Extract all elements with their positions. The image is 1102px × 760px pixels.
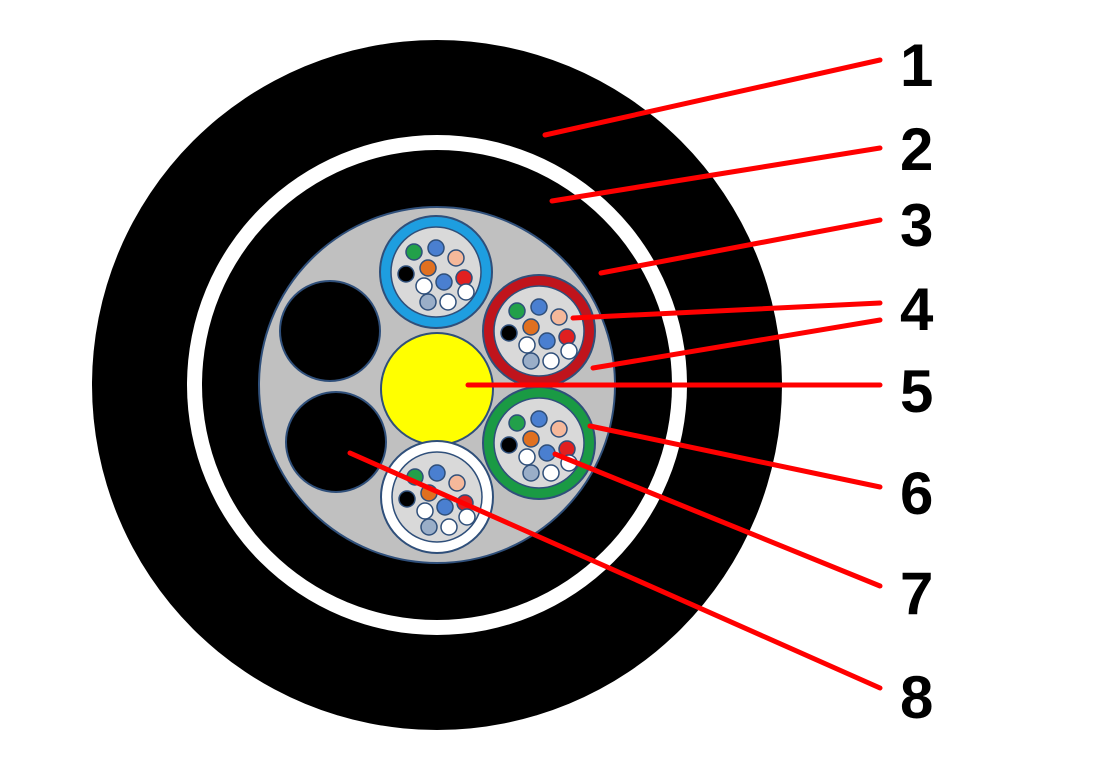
optical-fiber xyxy=(518,448,536,466)
leader-line-6 xyxy=(587,423,883,490)
optical-fiber xyxy=(530,298,548,316)
optical-fiber xyxy=(435,273,453,291)
optical-fiber xyxy=(457,283,475,301)
optical-fiber xyxy=(550,420,568,438)
leader-line-4b xyxy=(590,317,883,371)
optical-fiber xyxy=(550,308,568,326)
optical-fiber xyxy=(405,243,423,261)
optical-fiber xyxy=(530,410,548,428)
optical-fiber xyxy=(420,518,438,536)
loose-tube-green xyxy=(482,386,596,500)
optical-fiber xyxy=(419,293,437,311)
optical-fiber xyxy=(447,249,465,267)
optical-fiber xyxy=(428,464,446,482)
optical-fiber xyxy=(508,414,526,432)
optical-fiber xyxy=(415,277,433,295)
optical-fiber xyxy=(508,302,526,320)
optical-fiber xyxy=(419,259,437,277)
optical-fiber xyxy=(439,293,457,311)
leader-line-8 xyxy=(347,450,883,691)
optical-fiber xyxy=(538,444,556,462)
leader-line-3 xyxy=(598,217,883,276)
filler-rod xyxy=(285,391,387,493)
callout-label-1: 1 xyxy=(900,32,933,99)
loose-tube-white xyxy=(380,440,494,554)
callout-label-8: 8 xyxy=(900,664,933,731)
optical-fiber xyxy=(500,436,518,454)
optical-fiber xyxy=(542,464,560,482)
callout-label-6: 6 xyxy=(900,460,933,527)
optical-fiber xyxy=(522,464,540,482)
optical-fiber xyxy=(560,342,578,360)
optical-fiber xyxy=(538,332,556,350)
loose-tube-red xyxy=(482,274,596,388)
callout-label-5: 5 xyxy=(900,358,933,425)
optical-fiber xyxy=(542,352,560,370)
optical-fiber xyxy=(440,518,458,536)
leader-line-2 xyxy=(549,145,883,204)
optical-fiber xyxy=(522,318,540,336)
leader-lines xyxy=(347,57,883,691)
optical-fiber xyxy=(458,508,476,526)
optical-fiber xyxy=(500,324,518,342)
leader-line-4a xyxy=(570,300,883,321)
leader-line-1 xyxy=(542,57,883,138)
leader-line-7 xyxy=(552,451,883,589)
optical-fiber xyxy=(436,498,454,516)
optical-fiber xyxy=(416,502,434,520)
loose-tube-blue xyxy=(379,215,493,329)
optical-fiber xyxy=(522,352,540,370)
callout-label-7: 7 xyxy=(900,560,933,627)
optical-fiber xyxy=(522,430,540,448)
optical-fiber xyxy=(427,239,445,257)
central-strength-member xyxy=(380,332,494,446)
optical-fiber xyxy=(518,336,536,354)
optical-fiber xyxy=(397,265,415,283)
optical-fiber xyxy=(398,490,416,508)
filler-rod xyxy=(279,280,381,382)
optical-fiber xyxy=(448,474,466,492)
callout-label-3: 3 xyxy=(900,192,933,259)
callout-label-4: 4 xyxy=(900,276,934,343)
callout-label-2: 2 xyxy=(900,116,933,183)
